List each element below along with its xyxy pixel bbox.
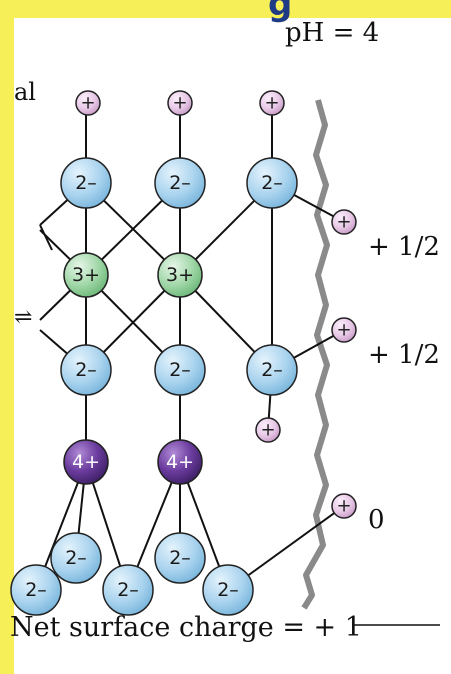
oxide-ion: 2– [246,157,298,209]
oxide-ion: 2– [50,532,102,584]
oxide-label: 2– [169,359,191,381]
charge-label-3: 0 [368,505,385,535]
cation-3plus-label: 3+ [72,264,100,286]
cation-4plus-label: 4+ [72,451,100,473]
proton-ion: + [259,90,285,116]
cation-4plus: 4+ [63,439,109,485]
oxide-ion: 2– [154,532,206,584]
oxide-ions: 2– 2– 2– 2– 2– 2– 2– 2– 2– 2– 2– [10,157,298,616]
oxide-ion: 2– [102,564,154,616]
oxide-label: 2– [217,579,239,601]
left-highlight-strip [0,0,14,674]
proton-ion: + [167,90,193,116]
oxide-ion: 2– [60,344,112,396]
cation-3plus: 3+ [157,252,203,298]
oxide-label: 2– [261,172,283,194]
oxide-label: 2– [75,172,97,194]
oxide-label: 2– [117,579,139,601]
proton-label: + [336,496,351,517]
oxide-label: 2– [261,359,283,381]
proton-ions: + + + + + + + [75,90,357,519]
oxide-ion: 2– [60,157,112,209]
proton-ion: + [331,493,357,519]
proton-ion: + [331,317,357,343]
oxide-ion: 2– [10,564,62,616]
proton-label: + [264,93,279,114]
cation-3plus: 3+ [63,252,109,298]
tetravalent-cations: 4+ 4+ [63,439,203,485]
oxide-ion: 2– [246,344,298,396]
cation-4plus-label: 4+ [166,451,194,473]
oxide-ion: 2– [154,344,206,396]
oxide-label: 2– [65,547,87,569]
proton-ion: + [75,90,101,116]
charge-label-2: + 1/2 [368,340,440,370]
oxide-ion: 2– [202,564,254,616]
cation-3plus-label: 3+ [166,264,194,286]
oxide-label: 2– [169,172,191,194]
proton-ion: + [255,417,281,443]
cation-4plus: 4+ [157,439,203,485]
proton-label: + [80,93,95,114]
proton-label: + [336,212,351,233]
proton-label: + [336,320,351,341]
trivalent-cations: 3+ 3+ [63,252,203,298]
charge-label-1: + 1/2 [368,232,440,262]
oxide-label: 2– [75,359,97,381]
proton-label: + [172,93,187,114]
oxide-label: 2– [169,547,191,569]
ph-label: pH = 4 [285,18,380,48]
oxide-ion: 2– [154,157,206,209]
oxide-label: 2– [25,579,47,601]
net-charge-label: Net surface charge = + 1 [10,612,362,643]
left-fragment-top: al [14,78,36,106]
top-highlight-strip [0,0,451,18]
surface-boundary-line [301,99,330,610]
proton-ion: + [331,209,357,235]
left-fragment-middle: ⇌ [14,305,33,330]
title-fragment: g [268,0,293,24]
proton-label: + [260,420,275,441]
